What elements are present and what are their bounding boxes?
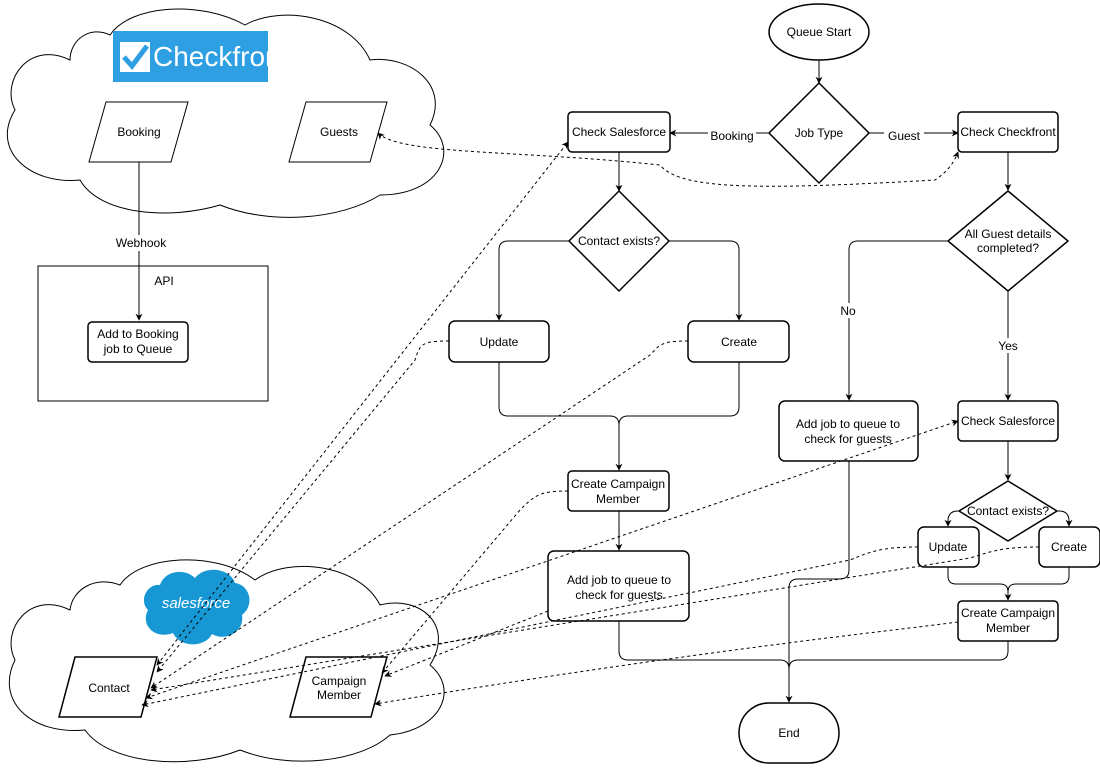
integration-links xyxy=(141,132,1040,708)
update-label: Update xyxy=(480,335,519,349)
contact-exists-label: Contact exists? xyxy=(578,234,660,248)
edge-contact2-create2 xyxy=(1057,510,1073,527)
checkfront-logo-text: Checkfront xyxy=(153,41,289,72)
link-ccm2-campaignmember xyxy=(374,621,959,707)
end-label: End xyxy=(778,726,799,740)
ccm2-label-1: Create Campaign xyxy=(961,606,1055,620)
guests-label: Guests xyxy=(320,125,358,139)
edge-contact-create xyxy=(669,240,743,321)
salesforce-logo-text: salesforce xyxy=(162,595,230,612)
add-booking-label-1: Add to Booking xyxy=(97,327,178,341)
booking-label: Booking xyxy=(117,125,160,139)
edge-addjob-end xyxy=(618,621,793,703)
ccm2-label-2: Member xyxy=(986,621,1030,635)
api-box-title: API xyxy=(154,274,173,288)
create-2-label: Create xyxy=(1051,540,1087,554)
edge-no xyxy=(845,240,948,401)
ccm-label-1: Create Campaign xyxy=(571,477,665,491)
edge-create-ccm xyxy=(618,362,740,426)
contact-exists-2-node xyxy=(957,480,1059,542)
yes-label-bg xyxy=(994,338,1022,353)
link-create2-contact xyxy=(150,546,1040,693)
add-job-guests-right-label-2: check for guests xyxy=(804,432,891,446)
edge-create2-ccm2 xyxy=(1007,567,1070,593)
update-2-label: Update xyxy=(929,540,968,554)
contact-exists-node xyxy=(567,189,671,293)
add-job-guests-label-2: check for guests xyxy=(575,588,662,602)
ccm-label-2: Member xyxy=(596,492,640,506)
add-job-guests-right-label-1: Add job to queue to xyxy=(796,417,900,431)
contact-node xyxy=(58,656,158,718)
end-node xyxy=(738,702,840,764)
contact-label: Contact xyxy=(88,681,130,695)
yes-label: Yes xyxy=(998,339,1018,353)
campaign-member-label-1: Campaign xyxy=(312,674,367,688)
link-contact-checksalesforce2 xyxy=(145,419,959,700)
check-salesforce-label: Check Salesforce xyxy=(572,125,666,139)
campaign-member-label-2: Member xyxy=(317,688,361,702)
link-update2-contact xyxy=(141,546,919,708)
check-checkfront-label: Check Checkfront xyxy=(960,125,1056,139)
edge-ccm2-end xyxy=(788,641,1009,670)
link-addjob-campaignmember xyxy=(384,610,549,677)
edge-contact-update xyxy=(495,240,569,321)
check-salesforce-2-label: Check Salesforce xyxy=(961,414,1055,428)
edge-addjobright-end xyxy=(788,461,850,702)
add-job-guests-label-1: Add job to queue to xyxy=(567,573,671,587)
guest-details-label-2: completed? xyxy=(977,241,1039,255)
create-label: Create xyxy=(721,335,757,349)
checkmark-icon xyxy=(122,44,149,70)
webhook-label: Webhook xyxy=(116,236,167,250)
queue-start-label: Queue Start xyxy=(787,25,852,39)
contact-exists-2-label: Contact exists? xyxy=(967,504,1049,518)
job-type-label: Job Type xyxy=(795,126,844,140)
link-guests-checkfront xyxy=(377,132,960,187)
link-update-contact xyxy=(156,340,450,673)
add-booking-label-2: job to Queue xyxy=(103,342,173,356)
no-label: No xyxy=(840,304,856,318)
add-job-guests-right-node xyxy=(778,400,919,462)
guest-details-label-1: All Guest details xyxy=(965,227,1052,241)
link-create-contact xyxy=(150,340,689,689)
no-label-bg xyxy=(835,303,861,318)
webhook-label-bg xyxy=(110,235,170,251)
edge-update2-ccm2 xyxy=(947,567,1012,601)
guest-edge-label: Guest xyxy=(888,129,921,143)
edge-contact2-update2 xyxy=(944,510,959,527)
booking-edge-label: Booking xyxy=(710,129,753,143)
